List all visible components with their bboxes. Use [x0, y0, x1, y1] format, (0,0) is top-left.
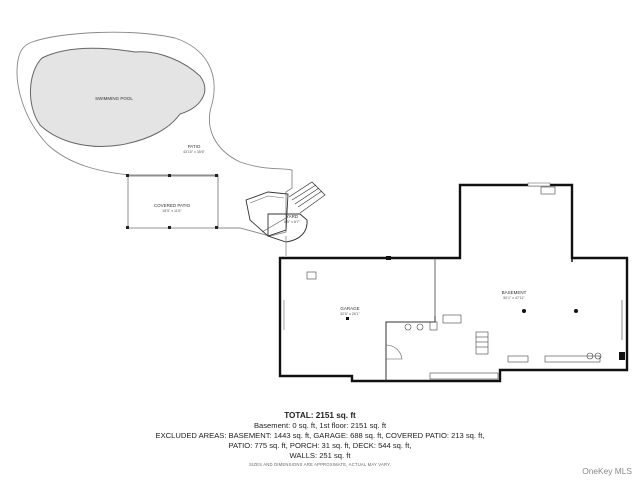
basement-column-left [522, 309, 526, 313]
covered-patio-post-tm [168, 174, 171, 177]
covered-patio-post-bl [126, 226, 129, 229]
basement-column-right [574, 309, 578, 313]
covered-patio [127, 175, 219, 229]
pool-label: SWIMMING POOL [95, 96, 133, 101]
patio-label: PATIO [188, 144, 201, 149]
basement-window-top [527, 182, 551, 187]
wall-marker-top [386, 256, 391, 260]
yard-label: YARD [286, 214, 299, 219]
summary-line-3: PATIO: 775 sq. ft, PORCH: 31 sq. ft, DEC… [228, 441, 412, 450]
garage-column [346, 317, 349, 320]
covered-patio-post-bm [168, 226, 171, 229]
deck-inner [249, 195, 285, 204]
door-swing [385, 344, 403, 360]
deck-outline [245, 191, 289, 237]
mls-watermark: OneKey MLS [582, 466, 632, 476]
garage-label: GARAGE [340, 306, 359, 311]
yard-dims: 6'5" x 8'7" [284, 220, 300, 224]
basement-dims: 50'1" x 47'11" [503, 296, 525, 300]
basement-marker [619, 352, 625, 360]
covered-patio-dims: 18'5" x 11'6" [162, 209, 182, 213]
covered-patio-post-tr [215, 174, 218, 177]
garage-inner-wall [385, 316, 436, 381]
total-area: TOTAL: 2151 sq. ft [284, 411, 356, 420]
garage-vent [306, 271, 317, 280]
utility-fixtures [404, 300, 623, 380]
covered-patio-post-br [215, 226, 218, 229]
summary-line-1: Basement: 0 sq. ft, 1st floor: 2151 sq. … [253, 421, 387, 430]
patio-outline [16, 31, 293, 237]
patio-dims: 43'10" x 35'6" [183, 150, 205, 154]
swimming-pool [29, 47, 206, 147]
basement-stairs [475, 331, 489, 355]
summary-line-2: EXCLUDED AREAS: BASEMENT: 1443 sq. ft, G… [155, 431, 485, 440]
covered-patio-label: COVERED PATIO [154, 203, 191, 208]
basement-label: BASEMENT [502, 290, 527, 295]
basement-box-top [540, 186, 556, 195]
covered-patio-post-tl [126, 174, 129, 177]
stairs [288, 181, 326, 214]
summary-line-4: WALLS: 251 sq. ft [289, 451, 351, 460]
garage-dims: 32'6" x 26'1" [340, 312, 360, 316]
yard-door-line [261, 217, 287, 233]
area-summary: TOTAL: 2151 sq. ft Basement: 0 sq. ft, 1… [0, 411, 640, 461]
disclaimer: SIZES AND DIMENSIONS ARE APPROXIMATE, AC… [249, 462, 391, 467]
building-walls [278, 183, 629, 383]
